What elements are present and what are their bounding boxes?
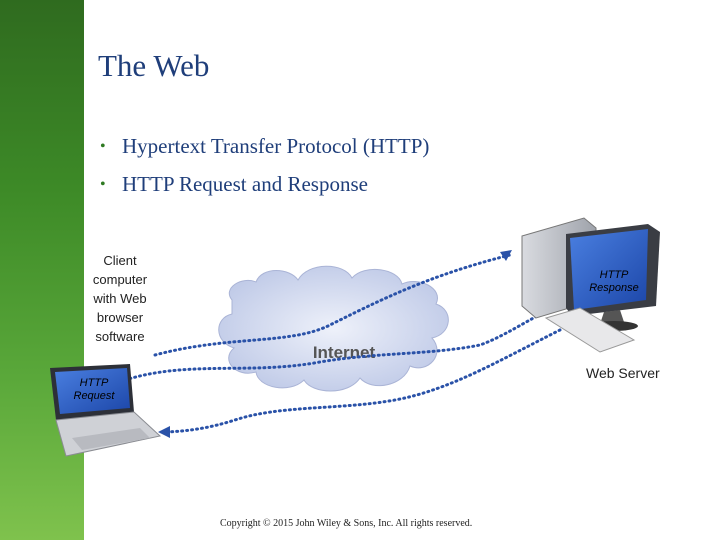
request-label-line1: HTTP (80, 377, 109, 389)
copyright-footer: Copyright © 2015 John Wiley & Sons, Inc.… (220, 518, 473, 529)
bullet-item: •Hypertext Transfer Protocol (HTTP) (100, 132, 429, 170)
bullet-list: •Hypertext Transfer Protocol (HTTP) •HTT… (100, 132, 429, 208)
request-path-mid (123, 308, 550, 382)
internet-cloud-icon: Internet (218, 265, 449, 392)
client-label: Client computer with Web browser softwar… (92, 253, 148, 344)
request-path-top (153, 253, 512, 357)
slide-title: The Web (98, 48, 210, 83)
bullet-item: •HTTP Request and Response (100, 170, 429, 208)
arrow-head-icon (500, 250, 512, 261)
response-path (158, 328, 562, 434)
server-label: Web Server (586, 365, 660, 381)
web-server-icon: HTTP Response (521, 217, 660, 353)
bullet-dot-icon: • (100, 176, 106, 193)
request-label-line2: Request (74, 390, 116, 402)
arrow-head-icon (158, 426, 170, 438)
response-label-line2: Response (589, 282, 639, 294)
bullet-dot-icon: • (100, 138, 106, 155)
connection-paths (123, 253, 562, 434)
client-laptop-icon: HTTP Request (50, 364, 162, 457)
response-label-line1: HTTP (600, 269, 629, 281)
